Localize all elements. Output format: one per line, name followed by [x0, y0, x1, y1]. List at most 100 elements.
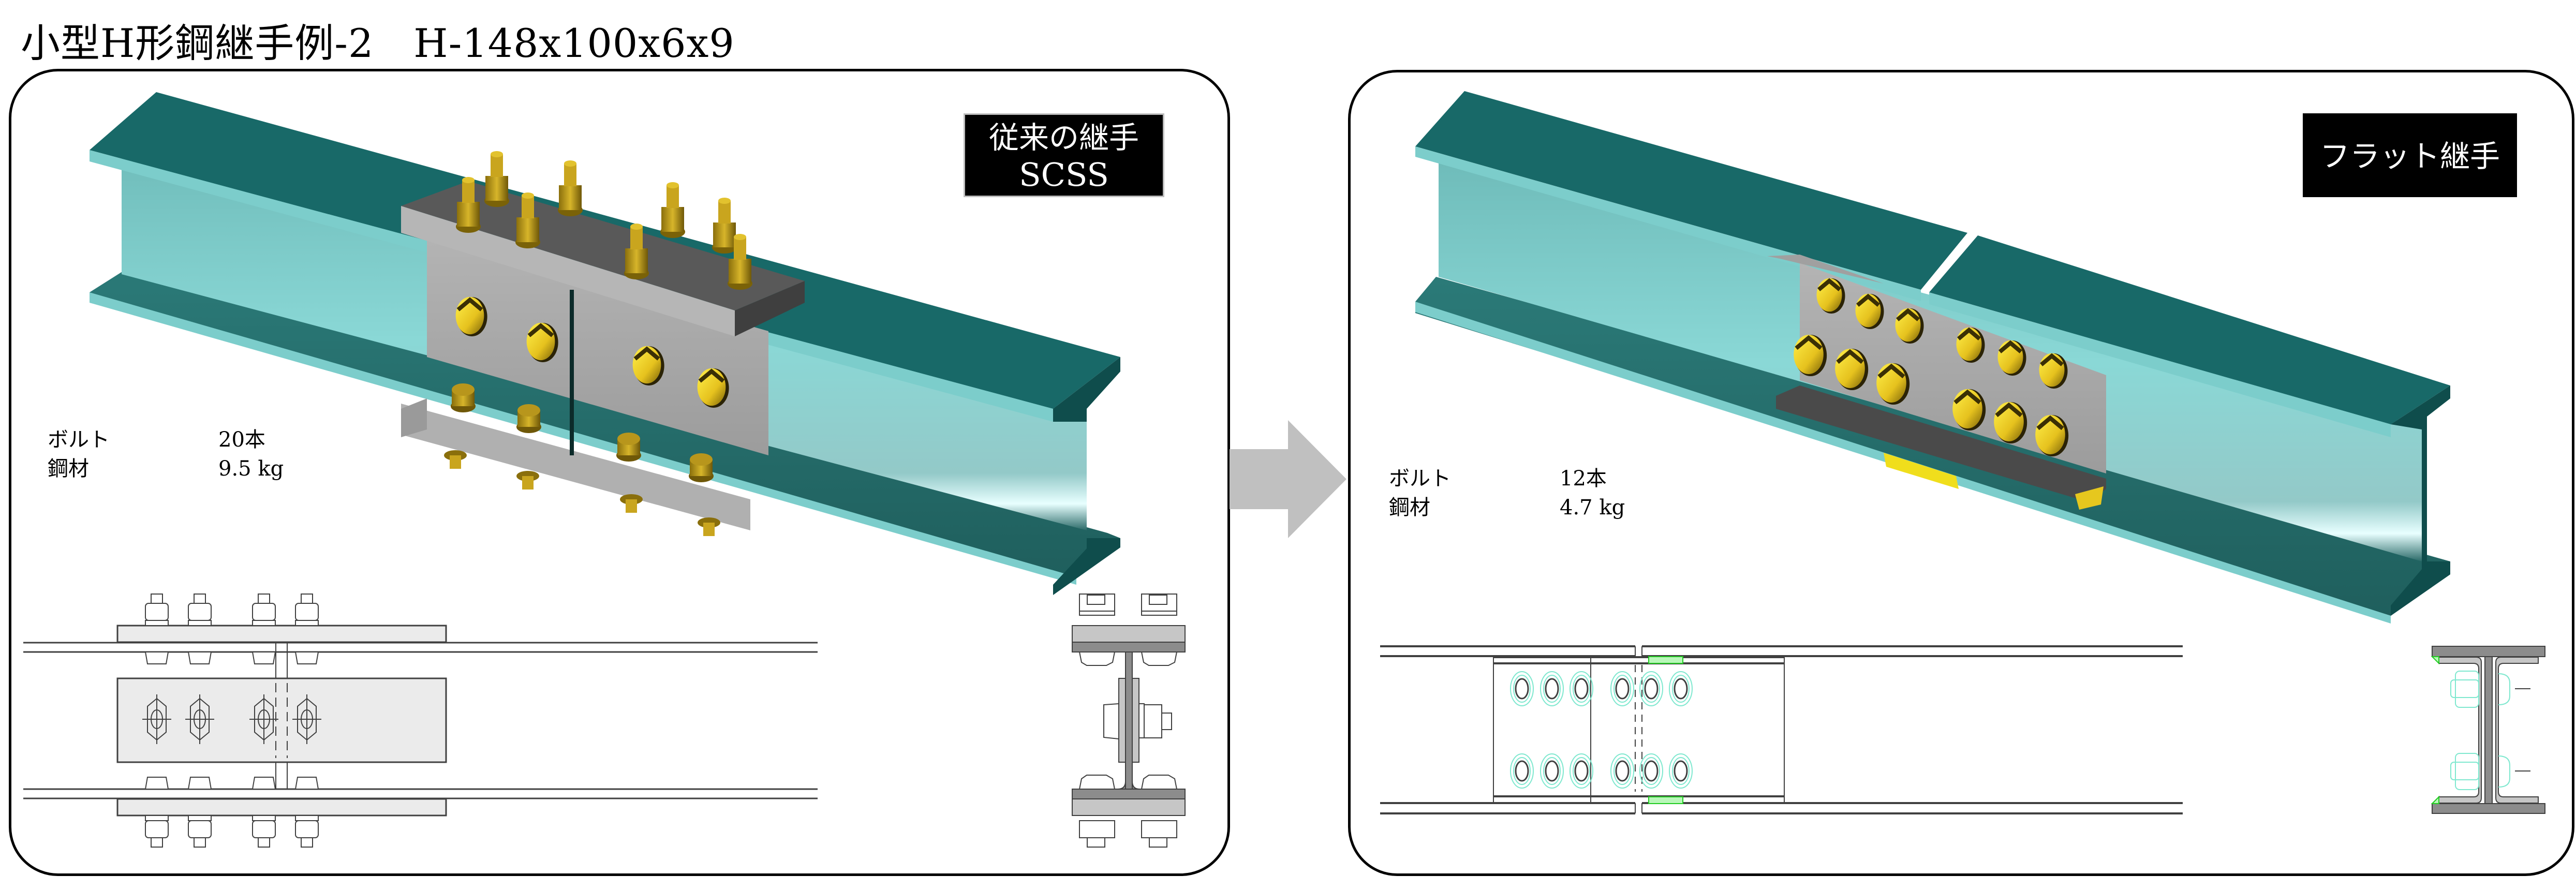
nut	[145, 820, 169, 838]
flat-plate-lower-lip	[1776, 385, 2106, 502]
bolt-icon	[632, 346, 664, 385]
bolt-hex-edge	[2036, 415, 2064, 431]
washer	[252, 620, 276, 626]
thread	[734, 237, 746, 260]
thread	[703, 523, 715, 536]
thread	[630, 227, 643, 249]
bolt-icon	[558, 160, 583, 216]
bolt-hole	[1674, 678, 1688, 700]
bolt-icon	[516, 404, 541, 433]
thread-top	[630, 224, 643, 230]
bolts-web-conventional	[455, 296, 729, 408]
bolt-icon	[515, 192, 540, 248]
bolt-icon	[1895, 308, 1924, 344]
bolt-head	[294, 777, 319, 790]
nut	[729, 259, 751, 284]
bolt-head	[187, 651, 212, 664]
label-flat-line1: フラット継手	[2319, 139, 2500, 174]
page-title: 小型H形鋼継手例-2 H-148x100x6x9	[21, 20, 735, 66]
nut-outline	[1642, 757, 1660, 785]
washer-outline	[1610, 671, 1634, 706]
bolt-hole	[1545, 760, 1559, 782]
nut-outline	[1513, 675, 1531, 703]
spec-value: 4.7 kg	[1560, 496, 1625, 520]
nut	[295, 603, 319, 621]
thread	[667, 185, 679, 208]
bolt-head	[1835, 349, 1865, 388]
nut-outline	[1573, 757, 1590, 785]
washer-outline	[1669, 753, 1693, 789]
bolt-hex-edge	[1795, 335, 1823, 350]
bolt-icon	[1669, 753, 1693, 789]
bolt-icon	[526, 322, 558, 362]
washer	[145, 815, 169, 821]
bolt-icon	[712, 198, 737, 254]
bolt-hex-edge	[1856, 293, 1880, 307]
bolt-icon	[1997, 340, 2026, 376]
bolt-icon	[249, 594, 278, 848]
bolts-upper-flange-conventional	[456, 151, 752, 290]
thread	[491, 154, 503, 177]
nut	[559, 185, 582, 210]
thread	[194, 837, 206, 848]
thread-top	[734, 234, 746, 240]
label-flat-joint: フラット継手	[2303, 113, 2517, 197]
thread	[718, 201, 731, 224]
washer-outline	[1610, 753, 1634, 789]
nut	[485, 176, 508, 201]
bolt-hole	[1674, 760, 1688, 782]
bolt-icon	[2039, 353, 2068, 389]
washer-outline	[1570, 753, 1593, 789]
nut	[145, 603, 169, 621]
beam-lower-flange-top	[90, 264, 1120, 577]
thread	[258, 837, 270, 848]
label-conventional-line1: 従来の継手	[988, 120, 1139, 155]
nut	[188, 820, 212, 838]
bolt-hole	[1574, 760, 1589, 782]
bolt-icon	[444, 450, 467, 469]
bolt-icon	[1610, 671, 1634, 706]
thread	[301, 837, 313, 848]
splice-conventional	[401, 181, 805, 530]
bolt-hex-edge	[698, 368, 725, 383]
bolt-hole	[1644, 760, 1659, 782]
thread	[522, 476, 534, 490]
spec-key: ボルト	[1389, 467, 1451, 491]
bolt-icon	[697, 368, 729, 408]
nut-outline	[1543, 675, 1561, 703]
bolt-icon	[1570, 753, 1593, 789]
thread	[301, 594, 313, 604]
nut-outline	[1642, 675, 1660, 703]
bolt-head	[1994, 402, 2024, 441]
bolt-head	[251, 651, 276, 664]
beam-upper-flange-edge-right	[1929, 292, 2391, 437]
bolt-icon	[660, 182, 685, 238]
bolt-hex-edge	[1877, 363, 1905, 379]
washer-outline	[1510, 753, 1534, 789]
section-view-conventional	[1072, 594, 1186, 848]
thread-top	[564, 160, 576, 167]
nut-outline	[1543, 757, 1561, 785]
nut-outline	[1613, 675, 1631, 703]
beam-upper-flange-top-left	[1415, 91, 1967, 290]
section-view-flat	[2431, 646, 2545, 814]
nut-outline	[1513, 757, 1531, 785]
plan-view-conventional	[23, 625, 818, 817]
bolts-flat	[1794, 278, 2069, 456]
thread-top	[718, 198, 731, 204]
bolt-icon	[185, 594, 214, 848]
spec-row-steel: 鋼材 9.5 kg	[48, 454, 284, 483]
thread	[194, 594, 206, 604]
nut-top	[617, 433, 640, 445]
upper-flange-plate-side	[735, 281, 805, 336]
weld-bead-end	[2075, 486, 2104, 510]
spec-row-bolts: ボルト 20本	[48, 425, 284, 454]
nut-outline	[1613, 757, 1631, 785]
spec-value: 20本	[218, 428, 265, 452]
nut-outline	[1573, 675, 1590, 703]
bolt-hex-edge	[527, 323, 554, 337]
bolt-icon	[728, 234, 752, 290]
bolt-hole	[1515, 678, 1529, 700]
bolt-icon	[1510, 753, 1534, 789]
